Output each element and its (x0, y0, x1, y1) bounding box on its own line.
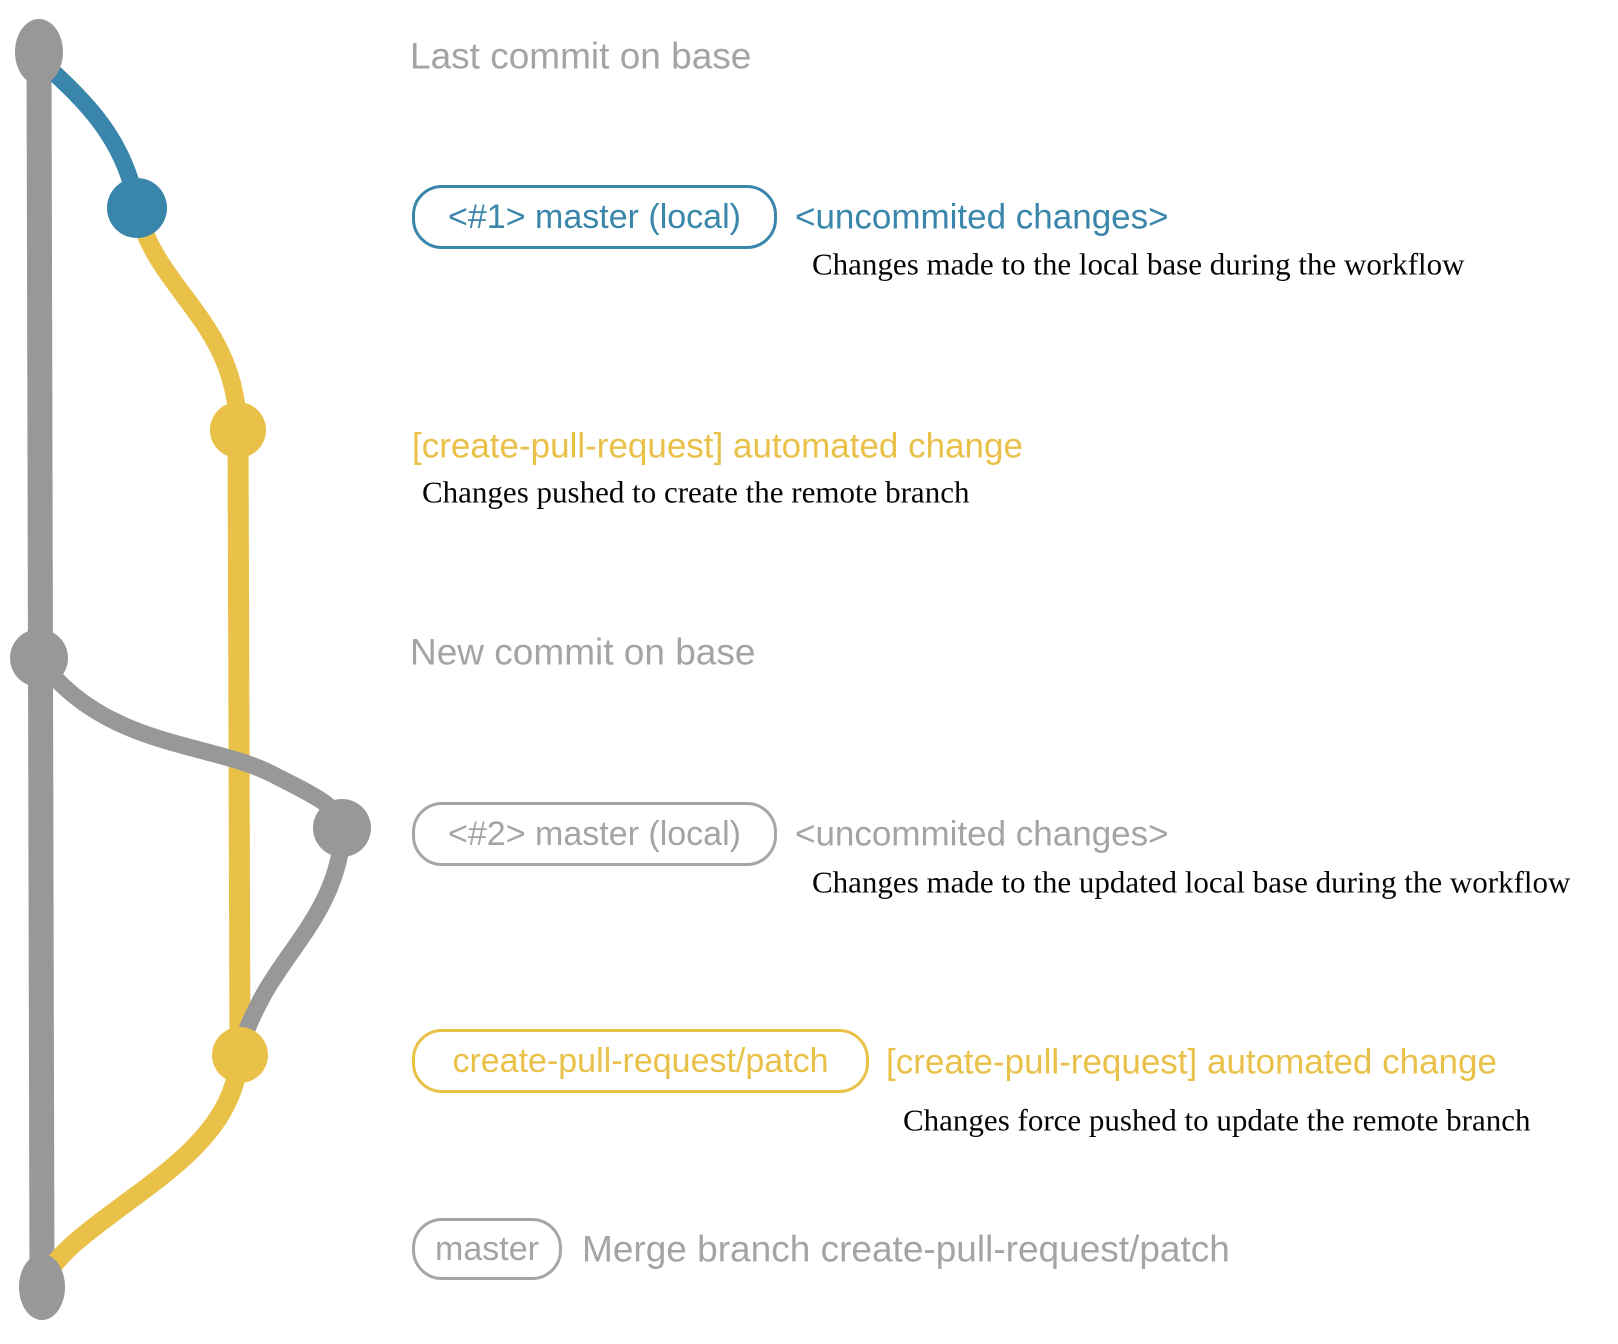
label-merge-branch: Merge branch create-pull-request/patch (582, 1228, 1230, 1270)
force-push-curve (232, 823, 352, 1059)
pill-create-pull-request-patch-label: create-pull-request/patch (452, 1041, 829, 1080)
create-remote-branch-curve (129, 203, 247, 437)
remote-branch-line (227, 417, 251, 1065)
pill-master-local-2-label: <#2> master (local) (448, 814, 741, 853)
pill-master-local-2: <#2> master (local) (412, 802, 777, 866)
description-force-push-remote: Changes force pushed to update the remot… (903, 1102, 1531, 1138)
label-last-commit-on-base: Last commit on base (410, 35, 752, 77)
description-local-base-changes: Changes made to the local base during th… (812, 246, 1465, 282)
commit-node-new-base (10, 629, 68, 687)
label-automated-change-1: [create-pull-request] automated change (412, 426, 1023, 466)
pill-master-local-1: <#1> master (local) (412, 185, 777, 249)
rebase-curve (31, 651, 352, 833)
label-new-commit-on-base: New commit on base (410, 631, 756, 673)
pill-master-local-1-label: <#1> master (local) (448, 197, 741, 236)
commit-node-local-1 (107, 178, 167, 238)
description-updated-local-base-changes: Changes made to the updated local base d… (812, 864, 1571, 900)
pill-master-label: master (435, 1229, 539, 1268)
commit-node-local-2 (313, 799, 371, 857)
commit-node-remote-2 (212, 1027, 268, 1083)
label-uncommited-changes-1: <uncommited changes> (795, 197, 1169, 237)
label-automated-change-2: [create-pull-request] automated change (886, 1042, 1497, 1082)
description-push-create-remote: Changes pushed to create the remote bran… (422, 474, 970, 510)
pill-create-pull-request-patch: create-pull-request/patch (412, 1029, 869, 1093)
commit-node-last-base (15, 19, 63, 85)
commit-node-remote-1 (210, 402, 266, 458)
pill-master: master (412, 1218, 562, 1280)
merge-curve (34, 1048, 249, 1292)
commit-node-merge (19, 1254, 65, 1320)
label-uncommited-changes-2: <uncommited changes> (795, 814, 1169, 854)
